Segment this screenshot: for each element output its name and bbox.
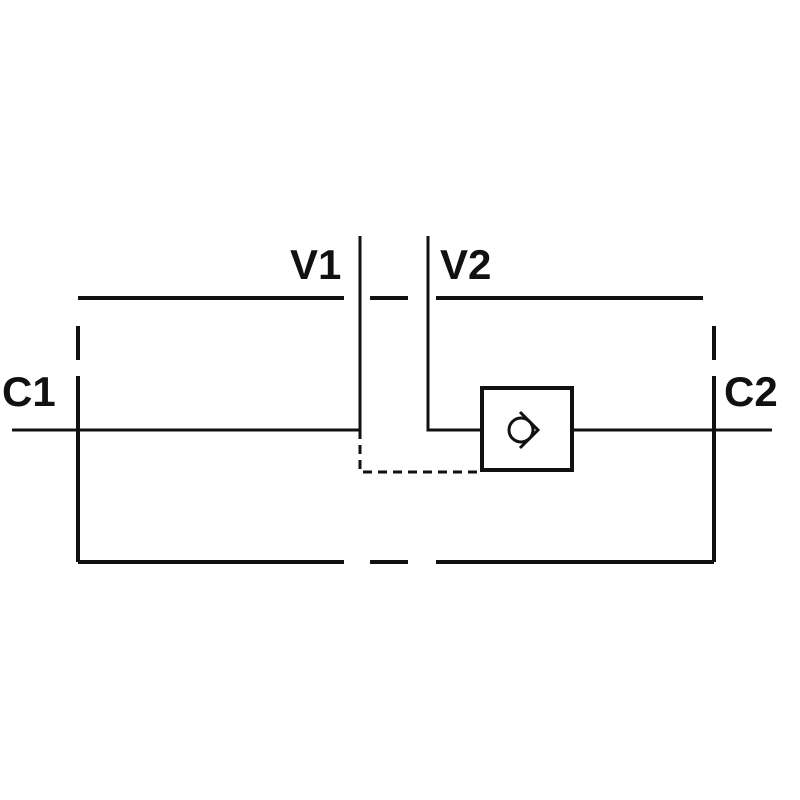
pilot-line-dashed: [358, 430, 482, 474]
port-label-v1: V1: [290, 241, 341, 288]
housing-boundary: [76, 296, 716, 564]
port-label-v2: V2: [440, 241, 491, 288]
port-label-c1: C1: [2, 368, 56, 415]
check-valve: [480, 386, 574, 472]
check-valve-seat-icon: [518, 410, 541, 450]
port-label-c2: C2: [724, 368, 778, 415]
flow-lines: [12, 236, 772, 474]
check-valve-ball-icon: [507, 416, 535, 444]
check-valve-box: [480, 386, 574, 472]
line-v2-to-check-valve: [426, 236, 482, 432]
